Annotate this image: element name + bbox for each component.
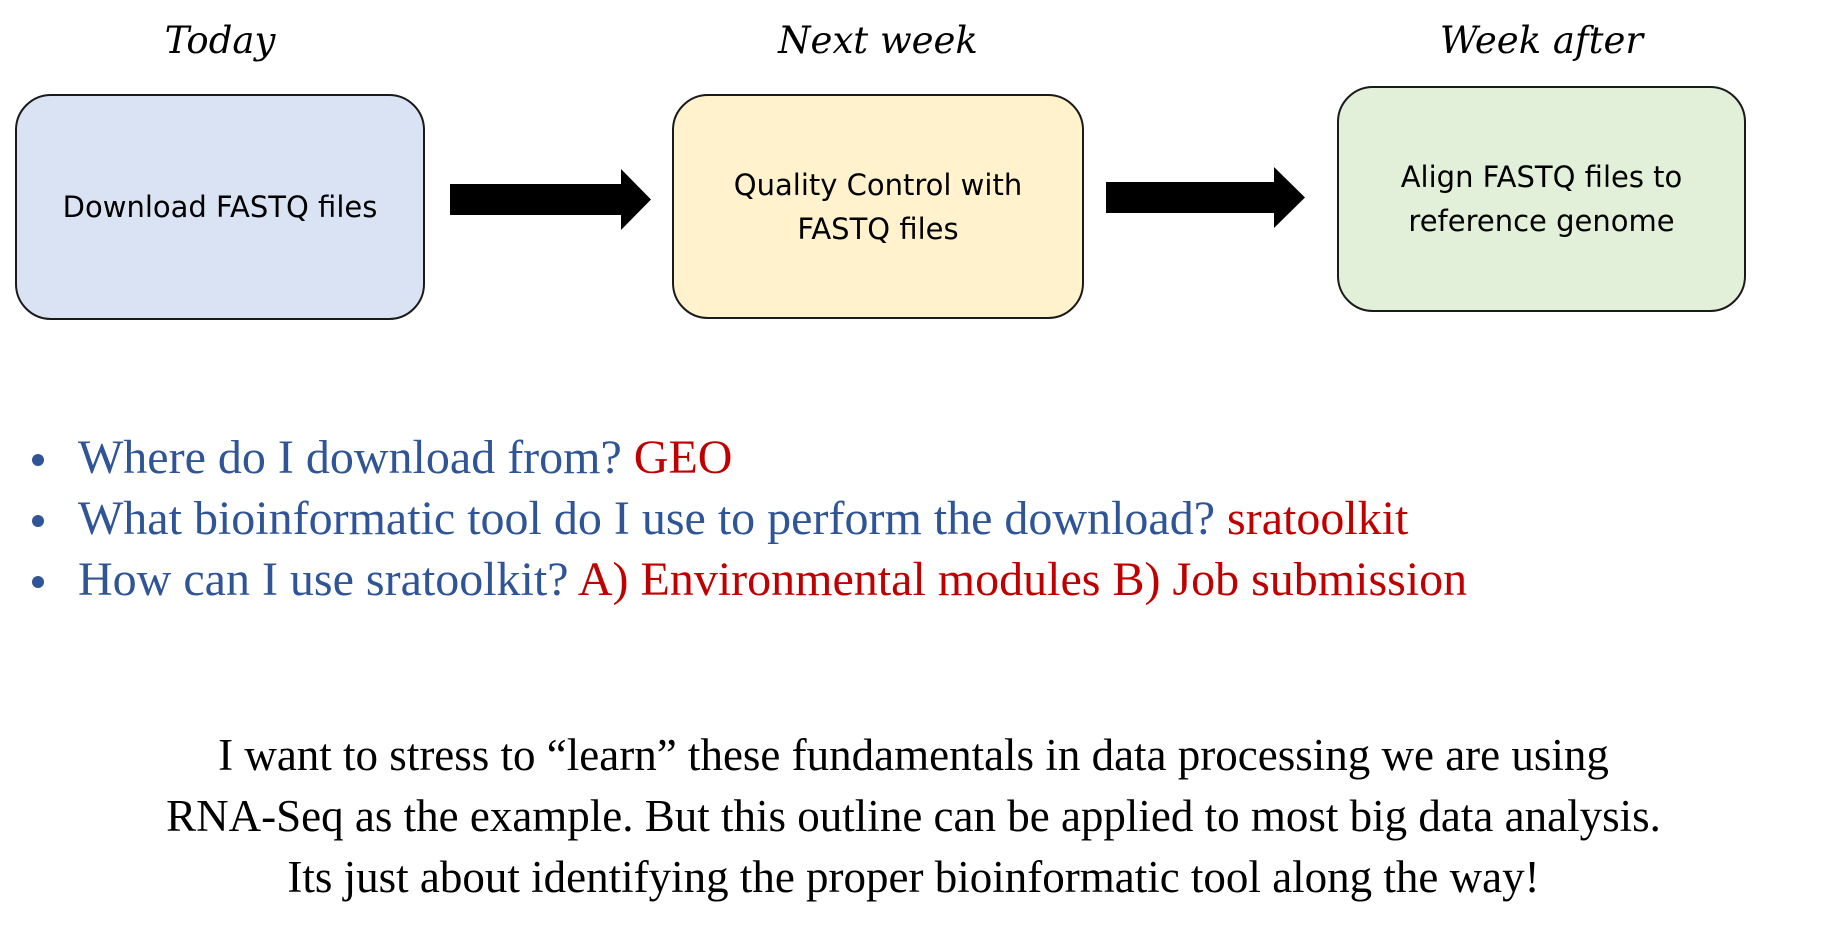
answer-text: A) Environmental modules B) Job submissi… — [577, 553, 1468, 606]
question-text: How can I use sratoolkit? — [78, 553, 578, 606]
right-arrow-icon — [1106, 167, 1305, 228]
stage-box-line: Align FASTQ files to — [1400, 160, 1683, 194]
closing-line: Its just about identifying the proper bi… — [287, 852, 1540, 902]
list-item: What bioinformatic tool do I use to perf… — [28, 488, 1467, 549]
list-item: How can I use sratoolkit? A) Environment… — [28, 549, 1467, 610]
stage-box-download-fastq: Download FASTQ files — [15, 94, 425, 320]
question-text: What bioinformatic tool do I use to perf… — [78, 492, 1228, 545]
stage-box-quality-control: Quality Control with FASTQ files — [672, 94, 1084, 319]
closing-line: RNA-Seq as the example. But this outline… — [166, 791, 1661, 841]
stage-box-align-fastq: Align FASTQ files to reference genome — [1337, 86, 1746, 312]
answer-text: sratoolkit — [1227, 492, 1409, 545]
question-list: Where do I download from? GEO What bioin… — [28, 427, 1467, 610]
stage-box-line: Download FASTQ files — [62, 190, 378, 224]
stage-box-text: Align FASTQ files to reference genome — [1401, 155, 1683, 243]
bullet-icon — [32, 454, 44, 466]
stage-header-today: Today — [164, 19, 276, 62]
bullet-icon — [32, 515, 44, 527]
stage-box-text: Quality Control with FASTQ files — [734, 163, 1022, 251]
question-text: Where do I download from? — [78, 431, 634, 484]
stage-box-line: FASTQ files — [797, 211, 959, 246]
stage-box-line: Quality Control with — [733, 167, 1023, 202]
answer-text: GEO — [633, 431, 733, 484]
closing-paragraph: I want to stress to “learn” these fundam… — [0, 725, 1827, 908]
list-item: Where do I download from? GEO — [28, 427, 1467, 488]
stage-header-next-week: Next week — [778, 19, 978, 62]
closing-line: I want to stress to “learn” these fundam… — [218, 730, 1609, 780]
right-arrow-icon — [450, 169, 651, 230]
stage-header-week-after: Week after — [1439, 19, 1644, 62]
stage-box-line: reference genome — [1408, 204, 1675, 238]
bullet-icon — [32, 576, 44, 588]
stage-box-text: Download FASTQ files — [63, 185, 378, 229]
